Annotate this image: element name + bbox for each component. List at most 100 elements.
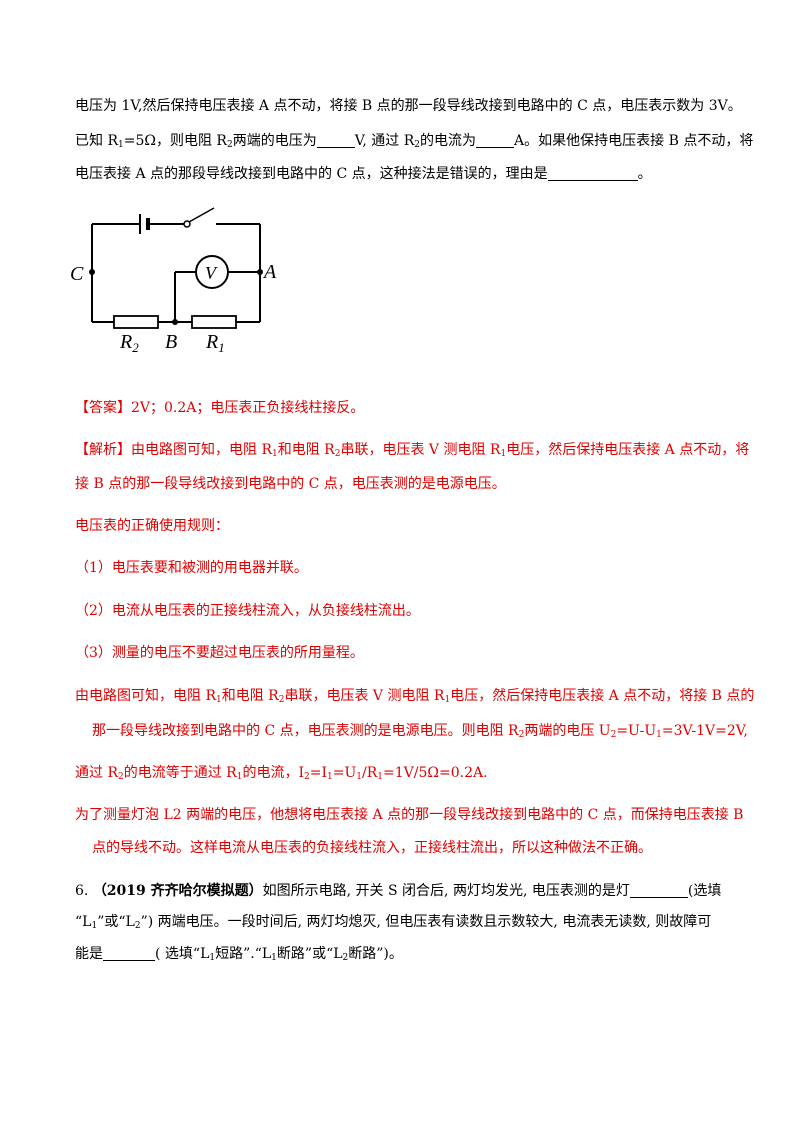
text: 断路”)。 [348,946,403,962]
label-c: C [70,263,84,285]
analysis-p2-line1: 由电路图可知，电阻 R1和电阻 R2串联，电压表 V 测电阻 R1电压，然后保持… [75,686,754,706]
label-r2: R2 [119,331,139,354]
text: 电压表的正确使用规则： [75,518,229,534]
text: A。如果他保持电压表接 B 点不动，将 [514,133,754,149]
text: 能是 [75,946,103,962]
text: =1V/5Ω=0.2A. [383,765,488,781]
text: 两端的电压 U [524,723,611,739]
rule-2: （2）电流从电压表的正接线柱流入，从负接线柱流出。 [75,601,420,621]
text: ”或“L [97,914,135,930]
text: 和电阻 R [221,688,279,704]
text: （2）电流从电压表的正接线柱流入，从负接线柱流出。 [75,603,420,619]
subscript: 1 [327,772,333,782]
rules-title: 电压表的正确使用规则： [75,516,229,536]
analysis-tag: 【解析】 [75,442,131,458]
node-a [257,269,263,275]
text: 接 B 点的那一段导线改接到电路中的 C 点，电压表测的是电源电压。 [75,476,506,492]
answer-blank-fault[interactable] [103,946,155,961]
question-source: （2019 齐齐哈尔模拟题） [92,883,263,899]
node-b [172,319,178,325]
answer-line: 【答案】2V；0.2A；电压表正负接线柱接反。 [75,398,364,418]
text: “L [75,914,92,930]
text: =5Ω，则电阻 R [123,133,227,149]
text: 由电路图可知，电阻 R [131,442,272,458]
label-r1: R1 [205,331,225,354]
answer-blank-voltage[interactable] [316,133,355,148]
text: 的电流为 [420,133,477,149]
resistor-r1 [191,315,237,329]
subscript: 2 [226,140,233,150]
text: 。 [637,166,652,182]
voltmeter-label: V [205,263,218,283]
text: 那一段导线改接到电路中的 C 点，电压表测的是电源电压。则电阻 R [92,723,519,739]
subscript: 2 [334,449,341,459]
problem5-line1: 电压为 1V,然后保持电压表接 A 点不动，将接 B 点的那一段导线改接到电路中… [75,96,742,116]
subscript: 2 [278,695,285,705]
question-number: 6. [75,883,89,899]
text: 的电流等于通过 R [123,765,237,781]
answer-blank-lamp[interactable] [629,883,688,898]
text: （3）测量的电压不要超过电压表的所用量程。 [75,645,364,661]
subscript: 1 [500,449,507,459]
text: （1）电压表要和被测的用电器并联。 [75,560,308,576]
answer-tag: 【答案】 [75,400,131,416]
analysis-p4-line2: 点的导线不动。这样电流从电压表的负接线柱流入，正接线柱流出，所以这种做法不正确。 [92,838,652,858]
text: ( 选填“L [155,946,210,962]
subscript: 2 [134,921,141,931]
problem5-line3: 电压表接 A 点的那段导线改接到电路中的 C 点，这种接法是错误的，理由是。 [75,164,652,184]
rule-1: （1）电压表要和被测的用电器并联。 [75,558,308,578]
text: 电压，然后保持电压表接 A 点不动，将接 B 点的 [450,688,755,704]
subscript: 1 [377,772,383,782]
subscript: 2 [342,953,349,963]
subscript: 1 [272,449,278,459]
analysis-line1: 【解析】由电路图可知，电阻 R1和电阻 R2串联，电压表 V 测电阻 R1电压，… [75,440,749,460]
text: (选填 [687,883,722,899]
problem6-line1: 6. （2019 齐齐哈尔模拟题）如图所示电路, 开关 S 闭合后, 两灯均发光… [75,881,721,901]
text: =I [309,765,327,781]
subscript: 1 [91,921,98,931]
subscript: 1 [656,730,662,740]
label-b: B [165,331,177,353]
text: 已知 R [75,133,118,149]
analysis-p3: 通过 R2的电流等于通过 R1的电流，I2=I1=U1/R1=1V/5Ω=0.2… [75,763,488,783]
subscript: 1 [356,772,362,782]
text: =U-U [616,723,657,739]
text: V, 通过 R [354,133,415,149]
problem6-line2: “L1”或“L2”) 两端电压。一段时间后, 两灯均熄灭, 但电压表有读数且示数… [75,912,711,932]
circuit-diagram: V C A B R2 R1 [70,207,277,354]
subscript: 1 [236,772,243,782]
label-a: A [262,261,277,283]
switch-blade [188,207,215,223]
text: 串联，电压表 V 测电阻 R [284,688,445,704]
rule-3: （3）测量的电压不要超过电压表的所用量程。 [75,643,364,663]
text: =U [332,765,357,781]
text: /R [362,765,378,781]
analysis-p2-line2: 那一段导线改接到电路中的 C 点，电压表测的是电源电压。则电阻 R 2两端的电压 … [92,721,748,741]
answer-text: 2V；0.2A；电压表正负接线柱接反。 [131,400,365,416]
text: 和电阻 R [277,442,335,458]
switch-pivot [183,220,191,228]
text: 断路”或“L [276,946,343,962]
text: 通过 R [75,765,118,781]
subscript: 2 [414,140,421,150]
answer-blank-reason[interactable] [547,166,638,181]
text: 短路”.“L [215,946,272,962]
node-c [89,269,95,275]
text: 由电路图可知，电阻 R [75,688,216,704]
problem5-line1-text: 电压为 1V,然后保持电压表接 A 点不动，将接 B 点的那一段导线改接到电路中… [75,98,742,114]
analysis-p4-line1: 为了测量灯泡 L2 两端的电压，他想将电压表接 A 点的那一段导线改接到电路中的… [75,805,743,825]
resistor-r2 [113,315,159,329]
analysis-line2: 接 B 点的那一段导线改接到电路中的 C 点，电压表测的是电源电压。 [75,474,506,494]
text: 如图所示电路, 开关 S 闭合后, 两灯均发光, 电压表测的是灯 [262,883,630,899]
subscript: 1 [118,140,124,150]
text: 串联，电压表 V 测电阻 R [340,442,501,458]
subscript: 1 [216,695,222,705]
answer-blank-current[interactable] [476,133,515,148]
text: 的电流，I [242,765,304,781]
subscript: 2 [118,772,124,782]
subscript: 1 [209,953,216,963]
subscript: 2 [610,730,617,740]
subscript: 1 [444,695,451,705]
problem6-line3: 能是( 选填“L1短路”.“L1断路”或“L2断路”)。 [75,944,403,964]
